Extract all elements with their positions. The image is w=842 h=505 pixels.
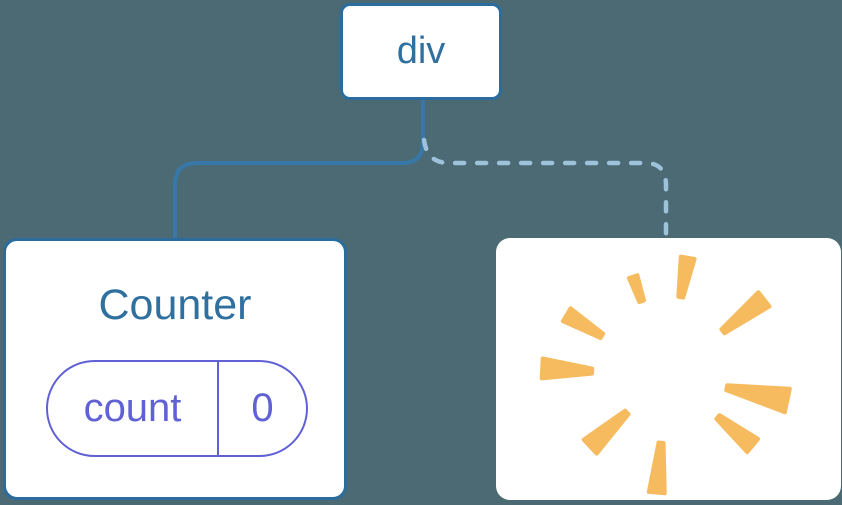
burst-ray (724, 383, 792, 415)
burst-ray (714, 413, 761, 455)
connector-solid-line (173, 99, 425, 240)
state-name: count (48, 362, 219, 455)
burst-ray (719, 290, 772, 336)
root-node-div: div (340, 3, 502, 100)
burst-ray (646, 440, 667, 496)
removed-node (496, 238, 841, 500)
burst-ray (539, 356, 595, 381)
counter-title: Counter (98, 281, 252, 329)
burst-ray (560, 306, 606, 340)
burst-ray (626, 273, 646, 305)
state-pill: count 0 (46, 360, 308, 457)
counter-node: Counter count 0 (3, 238, 347, 500)
root-node-label: div (396, 30, 446, 72)
burst-ray (581, 408, 631, 456)
connector-dashed-line (421, 137, 669, 243)
burst-ray (676, 254, 697, 300)
state-value: 0 (251, 386, 274, 430)
poof-burst-icon (539, 254, 792, 496)
